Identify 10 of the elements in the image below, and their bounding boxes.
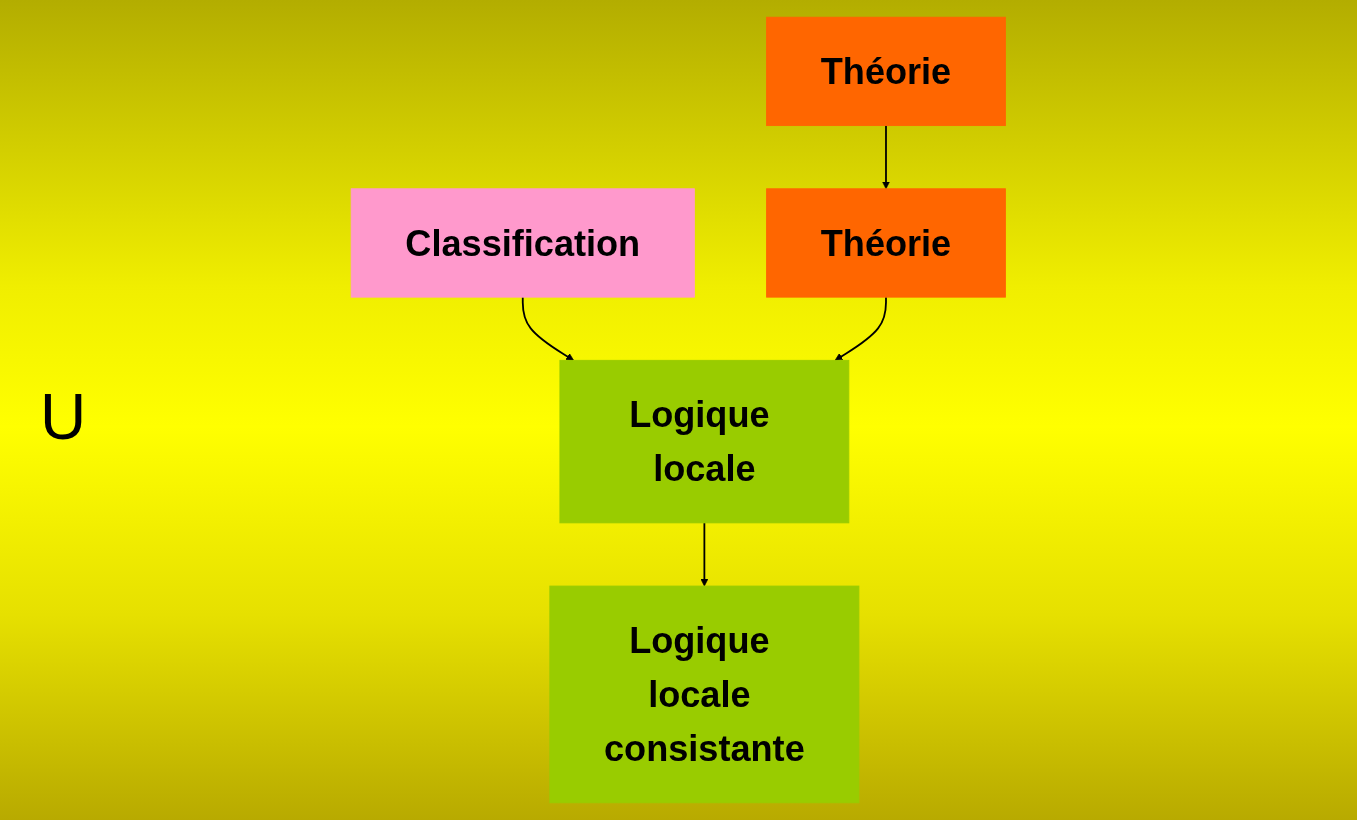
node-box: Théorie [766,188,1007,298]
arrow [522,296,575,361]
node-box: Logique locale consistante [549,585,860,804]
node-box: Théorie [766,16,1007,127]
union-symbol: U [40,380,87,454]
arrow [882,124,891,190]
arrow [700,521,709,587]
arrow [835,296,888,361]
node-box: Classification [350,188,696,298]
node-box: Logique locale [559,359,850,524]
